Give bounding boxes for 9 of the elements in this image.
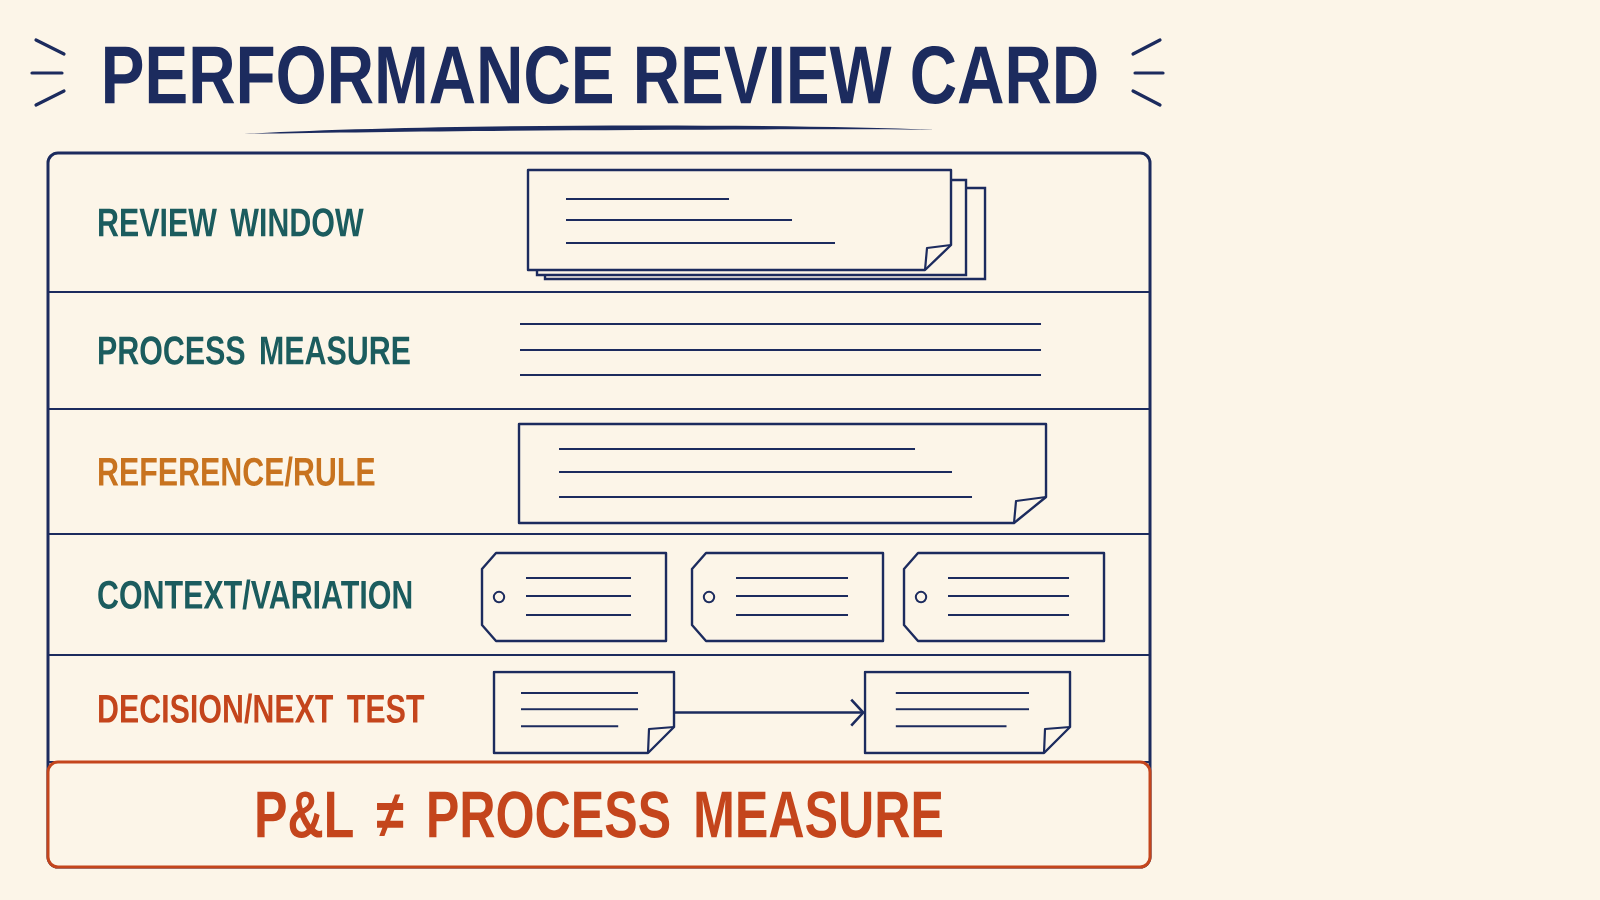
sticky-note [492,670,676,755]
card-row: PROCESS MEASURE [48,291,1150,410]
card-row: REFERENCE/RULE [48,408,1150,535]
title: PERFORMANCE REVIEW CARD [105,46,1097,105]
banner: P&L ≠ PROCESS MEASURE [46,760,1152,869]
sticky-note [863,670,1072,755]
arrow [674,698,865,727]
card-row: REVIEW WINDOW [48,153,1150,293]
card-row: CONTEXT/VARIATION [48,533,1150,656]
